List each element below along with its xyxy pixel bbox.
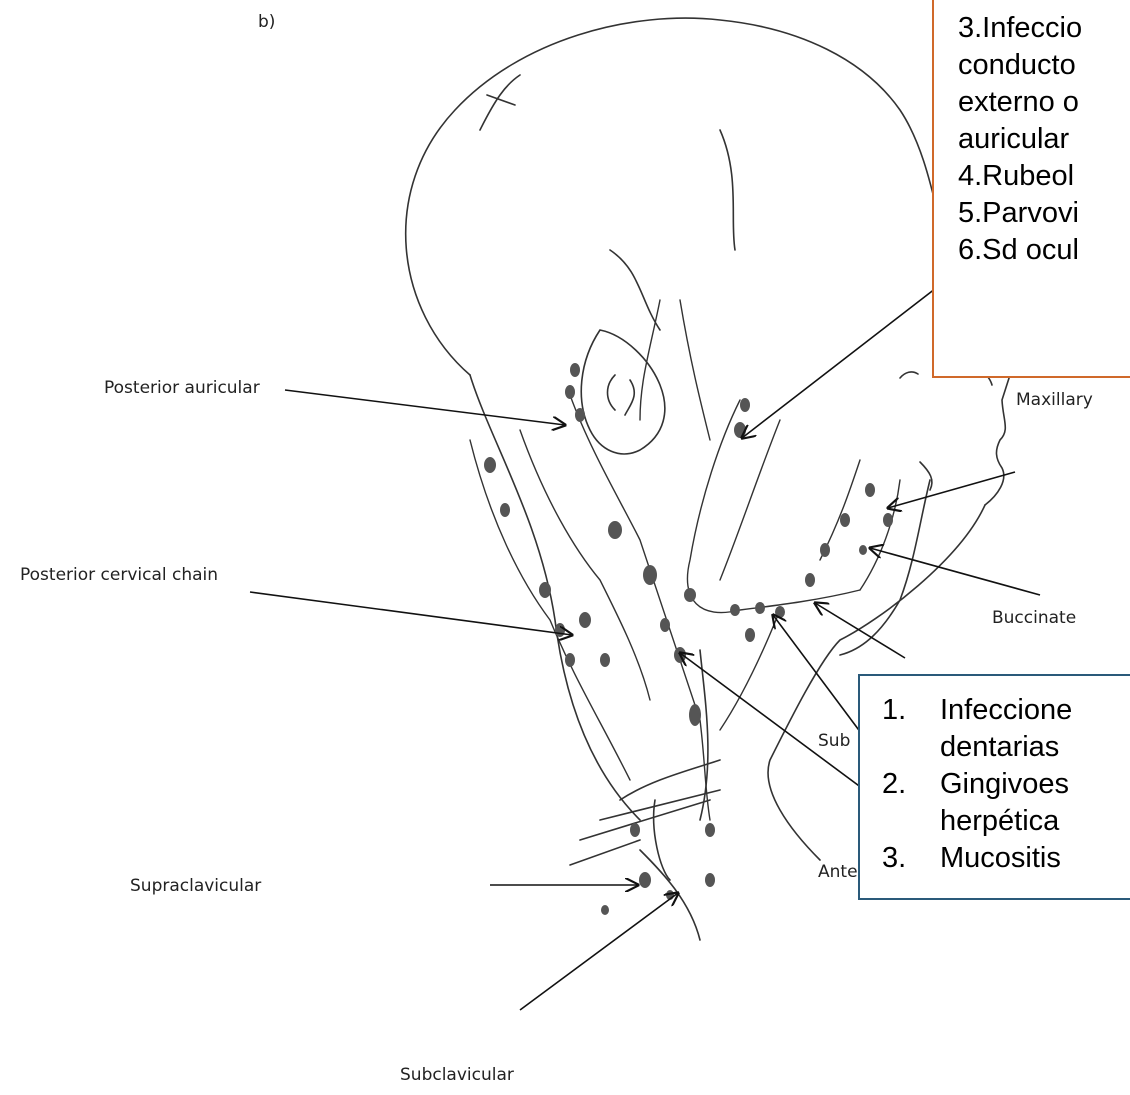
arrow-maxillary	[888, 472, 1015, 508]
lymph-node	[639, 872, 651, 888]
lymph-node	[805, 573, 815, 587]
callout-line: 4.Rubeol	[958, 158, 1130, 195]
label-supraclavicular: Supraclavicular	[130, 876, 261, 896]
panel-letter: b)	[258, 12, 275, 32]
arrow-posterior-cervical-chain	[250, 592, 572, 635]
lymph-node	[565, 385, 575, 399]
callout-line: externo o	[958, 84, 1130, 121]
label-posterior-cervical-chain: Posterior cervical chain	[20, 565, 218, 585]
lymph-node	[730, 604, 740, 616]
list-number: 2.	[882, 766, 906, 803]
lymph-node	[601, 905, 609, 915]
callout-list-item: 3. Mucositis	[882, 840, 1130, 877]
lymph-node	[820, 543, 830, 557]
lymph-node	[565, 653, 575, 667]
lymph-node	[579, 612, 591, 628]
lymph-node	[689, 704, 701, 726]
lymph-node	[705, 823, 715, 837]
callout-list-item: 2. Gingivoes herpética	[882, 766, 1130, 840]
label-subclavicular: Subclavicular	[400, 1065, 514, 1085]
lymph-node	[745, 628, 755, 642]
lymph-node	[755, 602, 765, 614]
lymph-node	[865, 483, 875, 497]
lymph-node	[643, 565, 657, 585]
callout-list: 1. Infeccione dentarias 2. Gingivoes her…	[882, 692, 1130, 877]
arrow-preauricular	[742, 285, 940, 438]
callout-line: conducto	[958, 47, 1130, 84]
lymph-node	[705, 873, 715, 887]
lymph-node	[600, 653, 610, 667]
list-text: Gingivoes	[940, 766, 1130, 803]
arrow-buccinate	[870, 548, 1040, 595]
list-number: 3.	[882, 840, 906, 877]
lymph-node	[883, 513, 893, 527]
callout-infections-upper: 3.Infeccio conducto externo o auricular …	[932, 0, 1130, 378]
lymph-node	[775, 606, 785, 618]
list-number: 1.	[882, 692, 906, 729]
label-maxillary: Maxillary	[1016, 390, 1093, 410]
leader-arrows	[250, 285, 1040, 1010]
lymph-node	[859, 545, 867, 555]
label-ante-partial: Ante	[818, 862, 858, 882]
label-buccinate: Buccinate	[992, 608, 1076, 628]
list-text-continued: herpética	[940, 803, 1130, 840]
lymph-node	[500, 503, 510, 517]
lymph-node	[539, 582, 551, 598]
callout-line: 3.Infeccio	[958, 10, 1130, 47]
callout-line: 5.Parvovi	[958, 195, 1130, 232]
lymph-node	[555, 623, 565, 637]
lymph-node	[608, 521, 622, 539]
callout-line: auricular	[958, 121, 1130, 158]
callout-line: 6.Sd ocul	[958, 232, 1130, 269]
lymph-node	[484, 457, 496, 473]
arrow-submandibular	[815, 603, 905, 658]
list-text: Infeccione	[940, 692, 1130, 729]
lymph-node	[840, 513, 850, 527]
lymph-nodes	[484, 363, 893, 915]
callout-list-item: 1. Infeccione dentarias	[882, 692, 1130, 766]
lymph-node	[684, 588, 696, 602]
list-text: Mucositis	[940, 840, 1130, 877]
lymph-node	[740, 398, 750, 412]
label-sub-partial: Sub	[818, 731, 850, 751]
lymph-node	[630, 823, 640, 837]
lymph-node	[570, 363, 580, 377]
list-text-continued: dentarias	[940, 729, 1130, 766]
arrow-posterior-auricular	[285, 390, 565, 425]
callout-infections-lower: 1. Infeccione dentarias 2. Gingivoes her…	[858, 674, 1130, 900]
lymph-node	[660, 618, 670, 632]
lymph-node	[674, 647, 686, 663]
arrow-subclavicular	[520, 893, 678, 1010]
lymph-node	[575, 408, 585, 422]
label-posterior-auricular: Posterior auricular	[104, 378, 260, 398]
